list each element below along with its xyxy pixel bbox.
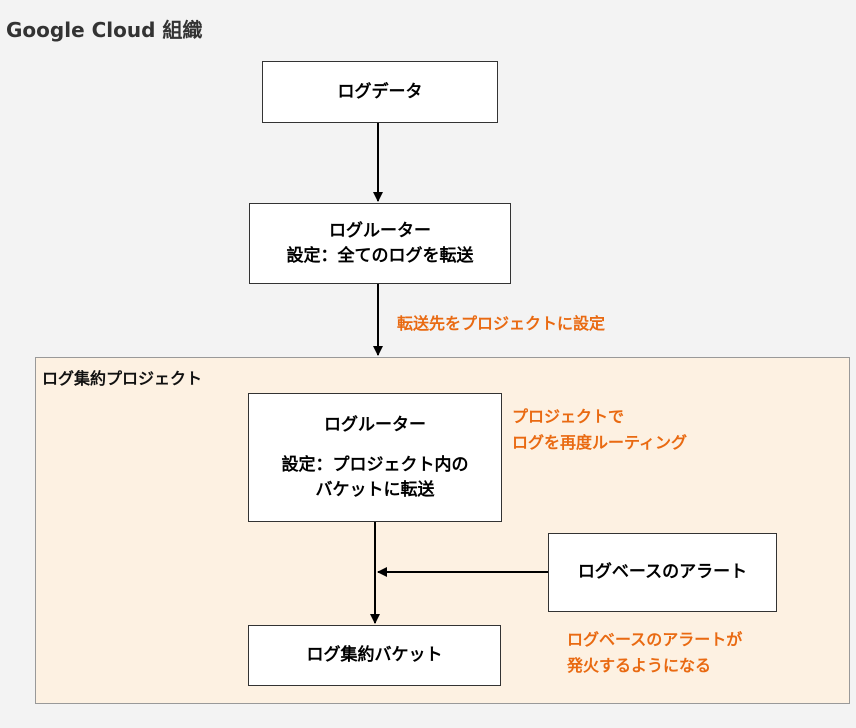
project-log-router-node: ログルーター 設定：プロジェクト内の バケットに転送 xyxy=(248,393,502,522)
forward-annotation-text: 転送先をプロジェクトに設定 xyxy=(397,314,606,333)
project-router-setting-line1: 設定：プロジェクト内の xyxy=(281,455,469,476)
project-router-setting-line2: バケットに転送 xyxy=(315,479,435,500)
reroute-annotation: プロジェクトで ログを再度ルーティング xyxy=(512,404,687,455)
log-router-setting: 設定：全てのログを転送 xyxy=(286,245,474,266)
alert-annotation-line2: 発火するようになる xyxy=(567,655,712,675)
log-aggregation-bucket-label: ログ集約バケット xyxy=(306,645,443,666)
project-label: ログ集約プロジェクト xyxy=(42,369,203,388)
forward-annotation: 転送先をプロジェクトに設定 xyxy=(397,311,605,337)
log-data-node: ログデータ xyxy=(262,61,498,123)
log-data-label: ログデータ xyxy=(337,81,423,102)
alert-annotation-line1: ログベースのアラートが xyxy=(567,630,743,649)
log-router-node-top: ログルーター 設定：全てのログを転送 xyxy=(249,203,511,284)
alert-annotation: ログベースのアラートが 発火するようになる xyxy=(567,627,742,678)
reroute-annotation-line1: プロジェクトで xyxy=(512,407,625,426)
log-based-alert-node: ログベースのアラート xyxy=(548,533,777,612)
project-router-name: ログルーター xyxy=(324,414,426,435)
page-title: Google Cloud 組織 xyxy=(6,18,203,42)
log-based-alert-label: ログベースのアラート xyxy=(577,562,748,583)
reroute-annotation-line2: ログを再度ルーティング xyxy=(512,432,688,452)
log-aggregation-bucket-node: ログ集約バケット xyxy=(248,625,501,686)
log-router-name: ログルーター xyxy=(329,220,431,241)
